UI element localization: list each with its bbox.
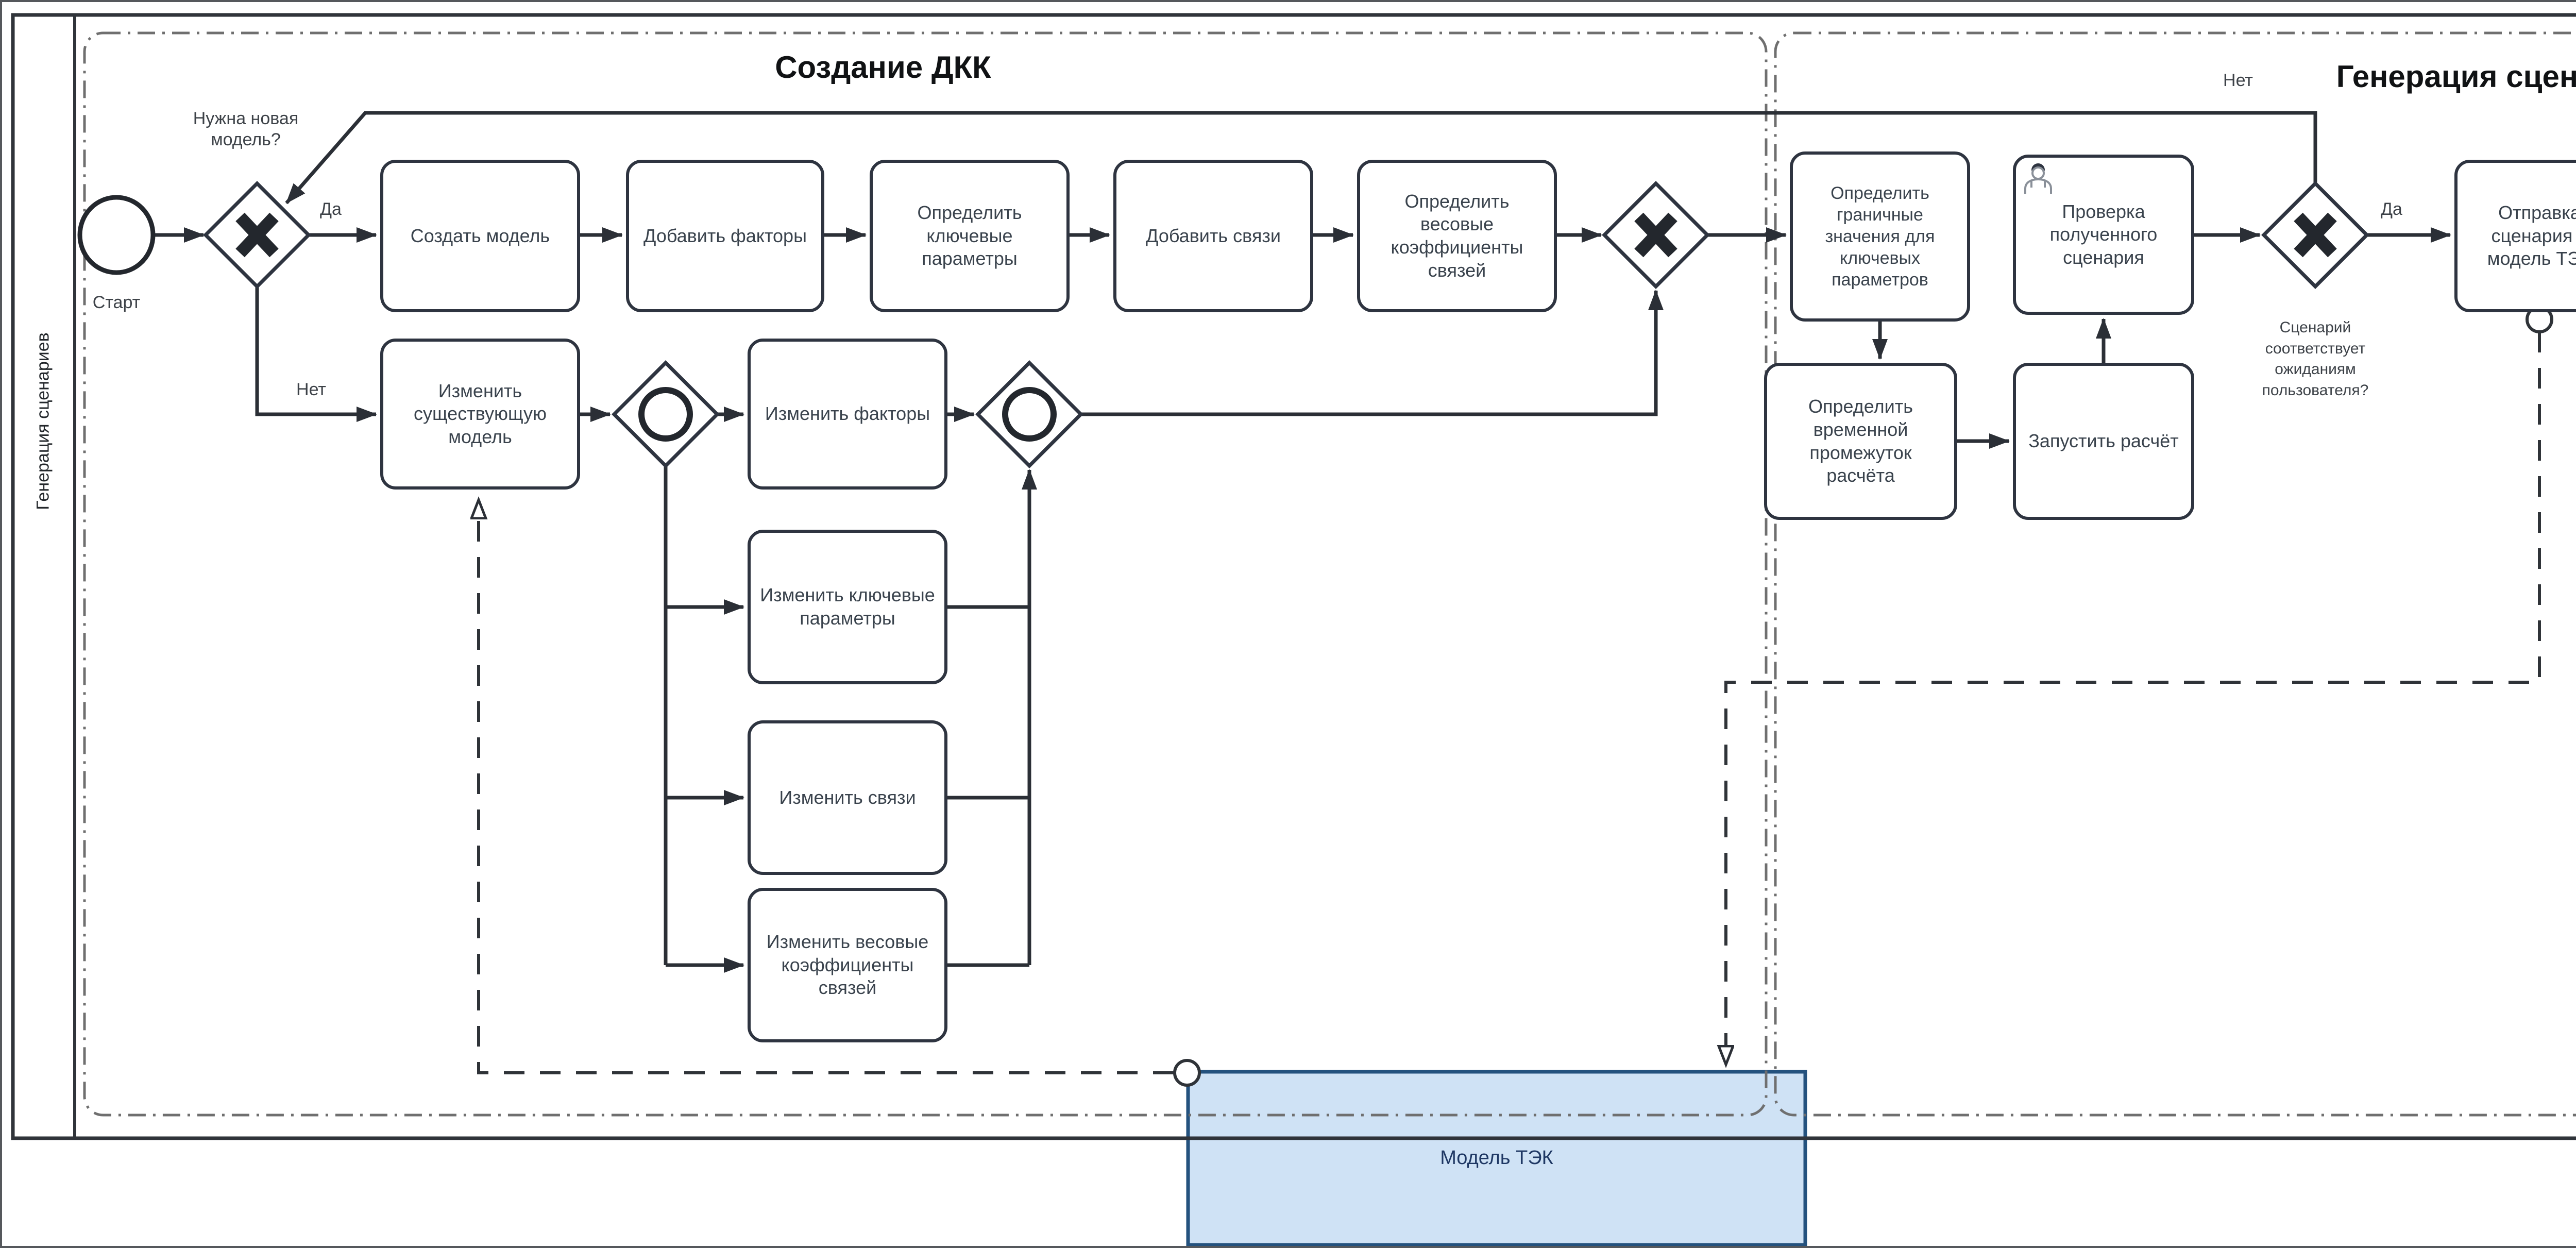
- pool-border: [11, 13, 2576, 1140]
- gateway1-question-label: Нужна новая модель?: [193, 109, 299, 149]
- gateway1-yes-label: Да: [320, 199, 342, 219]
- task-run-calculation[interactable]: Запустить расчёт: [2013, 363, 2194, 520]
- assoc-endpoint-circle-modeltek: [1173, 1059, 1201, 1087]
- start-event-label: Старт: [92, 293, 141, 312]
- task-add-factors-label: Добавить факторы: [643, 225, 807, 246]
- task-send-scenario-label: Отправка сценария в модель ТЭК: [2487, 202, 2576, 269]
- task-edit-weights[interactable]: Изменить весовые коэффициенты связей: [748, 888, 947, 1042]
- gateway3-question-label: Сценарий соответствует ожиданиям пользов…: [2262, 319, 2369, 399]
- task-create-model-label: Создать модель: [410, 225, 550, 246]
- gateway3-yes-label: Да: [2381, 199, 2402, 219]
- task-create-model[interactable]: Создать модель: [380, 160, 580, 312]
- task-edit-weights-label: Изменить весовые коэффициенты связей: [766, 931, 929, 999]
- gateway-inclusive-join[interactable]: [975, 360, 1083, 468]
- gateway3-no-label: Нет: [2223, 71, 2253, 90]
- start-event[interactable]: [77, 195, 156, 275]
- task-define-boundary-values-label: Определить граничные значения для ключев…: [1825, 183, 1935, 290]
- task-edit-links[interactable]: Изменить связи: [748, 720, 947, 875]
- gateway-merge[interactable]: [1602, 181, 1710, 289]
- sequence-flows: [153, 111, 2451, 973]
- task-define-time-interval-label: Определить временной промежуток расчёта: [1808, 396, 1913, 486]
- task-define-weights-label: Определить весовые коэффициенты связей: [1391, 190, 1523, 281]
- task-edit-key-params[interactable]: Изменить ключевые параметры: [748, 530, 947, 684]
- gateway1-no-label: Нет: [296, 380, 326, 399]
- task-add-factors[interactable]: Добавить факторы: [626, 160, 824, 312]
- task-edit-key-params-label: Изменить ключевые параметры: [760, 584, 935, 629]
- task-edit-factors[interactable]: Изменить факторы: [748, 339, 947, 490]
- task-define-key-params[interactable]: Определить ключевые параметры: [870, 160, 1070, 312]
- data-associations: [479, 332, 2541, 1074]
- task-define-time-interval[interactable]: Определить временной промежуток расчёта: [1764, 363, 1957, 520]
- datastore-model-tek[interactable]: [1186, 1070, 1807, 1246]
- task-edit-existing-model-label: Изменить существующую модель: [413, 380, 547, 447]
- task-run-calculation-label: Запустить расчёт: [2028, 430, 2179, 452]
- gateway-need-new-model[interactable]: [203, 181, 311, 289]
- gateway-inclusive-split[interactable]: [612, 360, 720, 468]
- group-title-scenario-generation: Генерация сценариев: [2336, 59, 2576, 94]
- task-define-boundary-values[interactable]: Определить граничные значения для ключев…: [1790, 151, 1970, 322]
- gateway-scenario-ok[interactable]: [2261, 181, 2369, 289]
- task-add-links[interactable]: Добавить связи: [1113, 160, 1313, 312]
- assoc-send-modeltek: [1726, 332, 2541, 1064]
- flow-gw1-no-edit-model: [255, 286, 377, 422]
- task-edit-links-label: Изменить связи: [779, 786, 916, 808]
- lane-label: Генерация сценариев: [33, 332, 53, 510]
- assoc-modeltek-editmodel: [479, 501, 1174, 1074]
- task-edit-existing-model[interactable]: Изменить существующую модель: [380, 339, 580, 490]
- group-title-create-dkk: Создание ДКК: [775, 50, 991, 85]
- flow-gw3-no-feedback: [285, 111, 2317, 205]
- task-add-links-label: Добавить связи: [1146, 225, 1281, 246]
- task-send-scenario[interactable]: Отправка сценария в модель ТЭК: [2454, 160, 2576, 312]
- group-create-dkk: [83, 31, 1768, 1117]
- group-scenario-generation: [1774, 31, 2576, 1117]
- task-define-key-params-label: Определить ключевые параметры: [917, 202, 1022, 269]
- flow-gwb-gw2: [1081, 290, 1664, 416]
- task-edit-factors-label: Изменить факторы: [765, 403, 930, 425]
- task-check-scenario-label: Проверка полученного сценария: [2049, 200, 2158, 268]
- user-task-icon: [2024, 163, 2052, 194]
- task-check-scenario[interactable]: Проверка полученного сценария: [2013, 155, 2194, 315]
- task-define-weights[interactable]: Определить весовые коэффициенты связей: [1357, 160, 1557, 312]
- datastore-label: Модель ТЭК: [1440, 1147, 1553, 1169]
